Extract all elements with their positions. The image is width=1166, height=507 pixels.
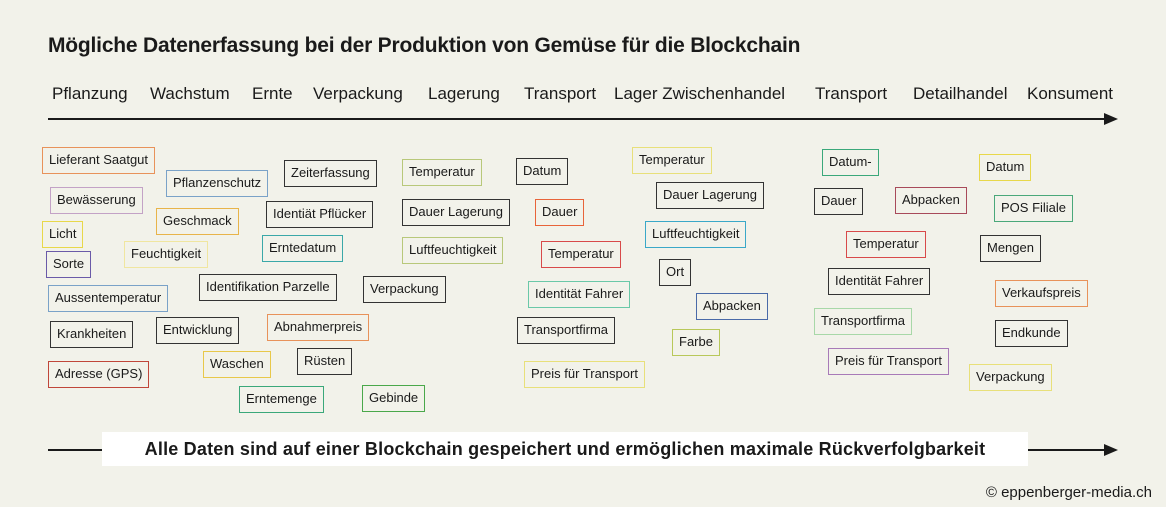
data-box: Identifikation Parzelle [199,274,337,301]
data-box: Erntedatum [262,235,344,262]
data-box: Abpacken [895,187,967,214]
data-box: Identiät Pflücker [266,201,374,228]
data-box: Feuchtigkeit [124,241,209,268]
data-box: Transportfirma [517,317,616,344]
stage-label: Verpackung [313,84,403,103]
data-box: Identität Fahrer [828,268,931,295]
data-box: Verkaufspreis [995,280,1088,307]
data-box: Dauer Lagerung [656,182,764,209]
data-box: Ort [659,259,692,286]
data-box: Verpackung [363,276,446,303]
stage-label: Wachstum [150,84,230,103]
copyright-notice: © eppenberger-media.ch [985,484,1152,501]
data-box: Lieferant Saatgut [42,147,156,174]
data-box: Krankheiten [50,321,134,348]
data-box: Abnahmerpreis [267,314,370,341]
data-box: Datum [516,158,569,185]
arrow-head-icon [1104,444,1118,456]
data-box: Temperatur [402,159,482,186]
data-box: Abpacken [696,293,768,320]
stage-label: Ernte [252,84,293,103]
data-box: Datum- [822,149,879,176]
stage-label: Lager Zwischenhandel [614,84,786,103]
data-box: Erntemenge [239,386,324,413]
data-box: Dauer [535,199,585,226]
stage-label: Detailhandel [913,84,1008,103]
data-box: Entwicklung [156,317,240,344]
data-box: Transportfirma [814,308,913,335]
stage-label: Lagerung [428,84,500,103]
stage-label: Pflanzung [52,84,128,103]
data-box: Temperatur [541,241,621,268]
data-box: Geschmack [156,208,239,235]
data-box: Luftfeuchtigkeit [645,221,747,248]
data-box: Dauer [814,188,864,215]
data-box: Preis für Transport [828,348,949,375]
stage-label: Transport [524,84,597,103]
data-box: Dauer Lagerung [402,199,510,226]
data-box: Identität Fahrer [528,281,631,308]
diagram-title: Mögliche Datenerfassung bei der Produkti… [48,34,801,57]
data-box: Farbe [672,329,720,356]
data-box: Temperatur [632,147,712,174]
data-box: Rüsten [297,348,353,375]
stage-label: Konsument [1027,84,1113,103]
data-box: Zeiterfassung [284,160,377,187]
data-box: Adresse (GPS) [48,361,150,388]
data-box: Aussentemperatur [48,285,169,312]
data-box: Temperatur [846,231,926,258]
arrow-head-icon [1104,113,1118,125]
data-box: Datum [979,154,1032,181]
data-box: Gebinde [362,385,426,412]
blockchain-statement: Alle Daten sind auf einer Blockchain ges… [102,432,1028,466]
data-box: Pflanzenschutz [166,170,269,197]
data-box: Sorte [46,251,92,278]
data-box: Preis für Transport [524,361,645,388]
data-box: Endkunde [995,320,1068,347]
data-box: Bewässerung [50,187,143,214]
data-box: Verpackung [969,364,1052,391]
data-box: Luftfeuchtigkeit [402,237,504,264]
data-box: Licht [42,221,84,248]
timeline-arrow-line [48,118,1108,120]
data-box: Waschen [203,351,271,378]
stage-label: Transport [815,84,888,103]
data-box: POS Filiale [994,195,1074,222]
data-box: Mengen [980,235,1041,262]
